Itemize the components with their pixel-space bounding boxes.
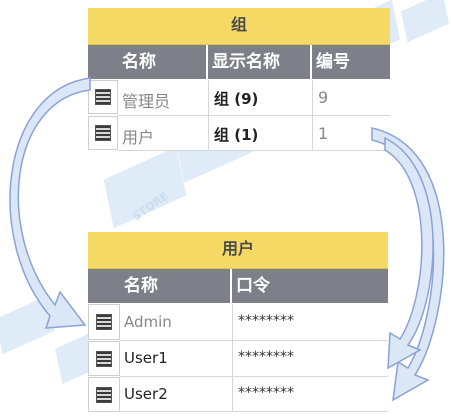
group-row-1-display: 组 (9) [214, 90, 259, 108]
group-table-title: 组 [88, 8, 390, 45]
row-grip-icon [96, 351, 112, 367]
user-row-1-password: ******** [238, 313, 294, 329]
user-row-divider [120, 340, 388, 341]
row-grip-icon [96, 387, 112, 403]
group-row-divider [118, 115, 390, 116]
user-row-2-password: ******** [238, 349, 294, 365]
user-header-corner [88, 269, 120, 303]
right-curved-arrow-inner [384, 136, 434, 370]
group-row-1-name: 管理员 [122, 92, 171, 111]
user-table: 用户 名称 口令 Admin ******** User1 ******** U… [88, 232, 388, 412]
group-row-2-id: 1 [318, 124, 329, 143]
user-row-1-name: Admin [124, 313, 172, 331]
row-grip-icon [96, 314, 112, 330]
group-row-divider [118, 150, 390, 151]
user-table-title: 用户 [88, 232, 388, 269]
group-header-display-name[interactable]: 显示名称 [208, 45, 312, 79]
group-header-corner [88, 45, 118, 79]
watermark-stroke-6 [401, 0, 449, 43]
user-row-3-password: ******** [238, 385, 294, 401]
user-col-divider [232, 304, 233, 412]
group-col-divider [208, 80, 209, 150]
group-row-2-handle[interactable] [88, 116, 118, 150]
user-header-password[interactable]: 口令 [232, 269, 388, 303]
group-row-1-id: 9 [318, 88, 329, 107]
user-row-2-handle[interactable] [88, 341, 120, 376]
user-row-divider [120, 411, 388, 412]
group-row-2-name: 用户 [122, 128, 155, 147]
group-row-2-display: 组 (1) [214, 126, 259, 144]
left-curved-arrow [9, 77, 91, 329]
group-header-name[interactable]: 名称 [118, 45, 208, 79]
row-grip-icon [95, 89, 111, 105]
row-grip-icon [95, 125, 111, 141]
group-table: 组 名称 显示名称 编号 管理员 组 (9) 9 用户 组 (1) 1 [88, 8, 390, 151]
user-row-3-handle[interactable] [88, 377, 120, 412]
user-header-name[interactable]: 名称 [120, 269, 232, 303]
watermark-stroke-7 [0, 295, 55, 355]
user-row-2-name: User1 [124, 349, 168, 367]
user-row-1-handle[interactable] [88, 304, 120, 340]
user-row-divider [120, 376, 388, 377]
group-row-1-handle[interactable] [88, 80, 118, 114]
user-row-3-name: User2 [124, 385, 168, 403]
group-col-divider [312, 80, 313, 150]
group-header-id[interactable]: 编号 [312, 45, 390, 79]
